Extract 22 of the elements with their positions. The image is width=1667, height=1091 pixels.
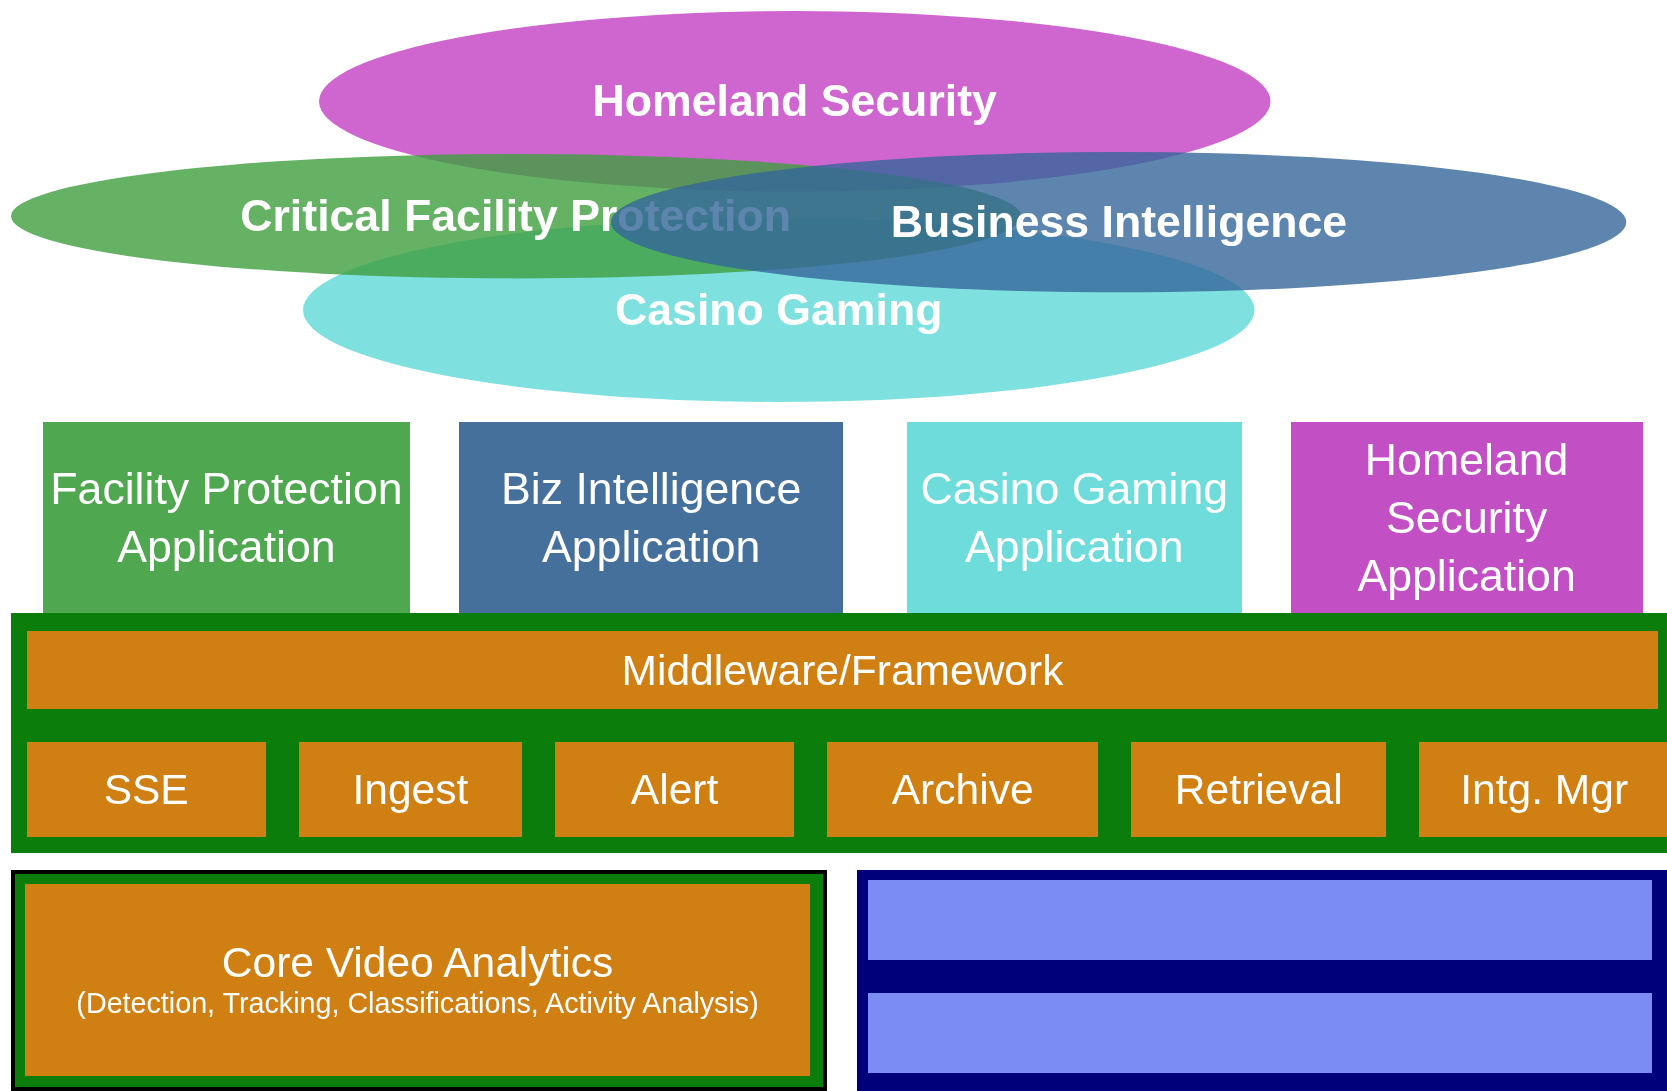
box-heading: Core Video Analytics — [221, 939, 614, 988]
component-box: SSE — [26, 742, 266, 837]
component-box — [867, 880, 1653, 960]
domain-label: Homeland Security — [592, 76, 997, 126]
component-box — [867, 992, 1653, 1073]
component-box: Archive — [827, 742, 1099, 837]
component-box: Retrieval — [1131, 742, 1387, 837]
layer-panel — [10, 613, 1667, 853]
layer-panel — [10, 869, 828, 1091]
application-box: Biz Intelligence Application — [459, 422, 844, 614]
component-box: Alert — [554, 742, 795, 837]
application-box: Casino Gaming Application — [906, 422, 1242, 614]
component-box: Ingest — [298, 742, 522, 837]
box-subtitle: (Detection, Tracking, Classifications, Activity Analysis) — [76, 987, 759, 1021]
layer-panel — [856, 869, 1667, 1091]
domain-label: Business Intelligence — [890, 197, 1348, 248]
domain-label: Casino Gaming — [615, 284, 943, 335]
component-box: Middleware/Framework — [26, 631, 1659, 710]
application-box: Facility Protection Application — [42, 422, 411, 614]
component-box — [25, 884, 810, 1076]
application-box: Homeland Security Application — [1290, 422, 1643, 614]
component-box: Intg. Mgr — [1419, 742, 1667, 837]
